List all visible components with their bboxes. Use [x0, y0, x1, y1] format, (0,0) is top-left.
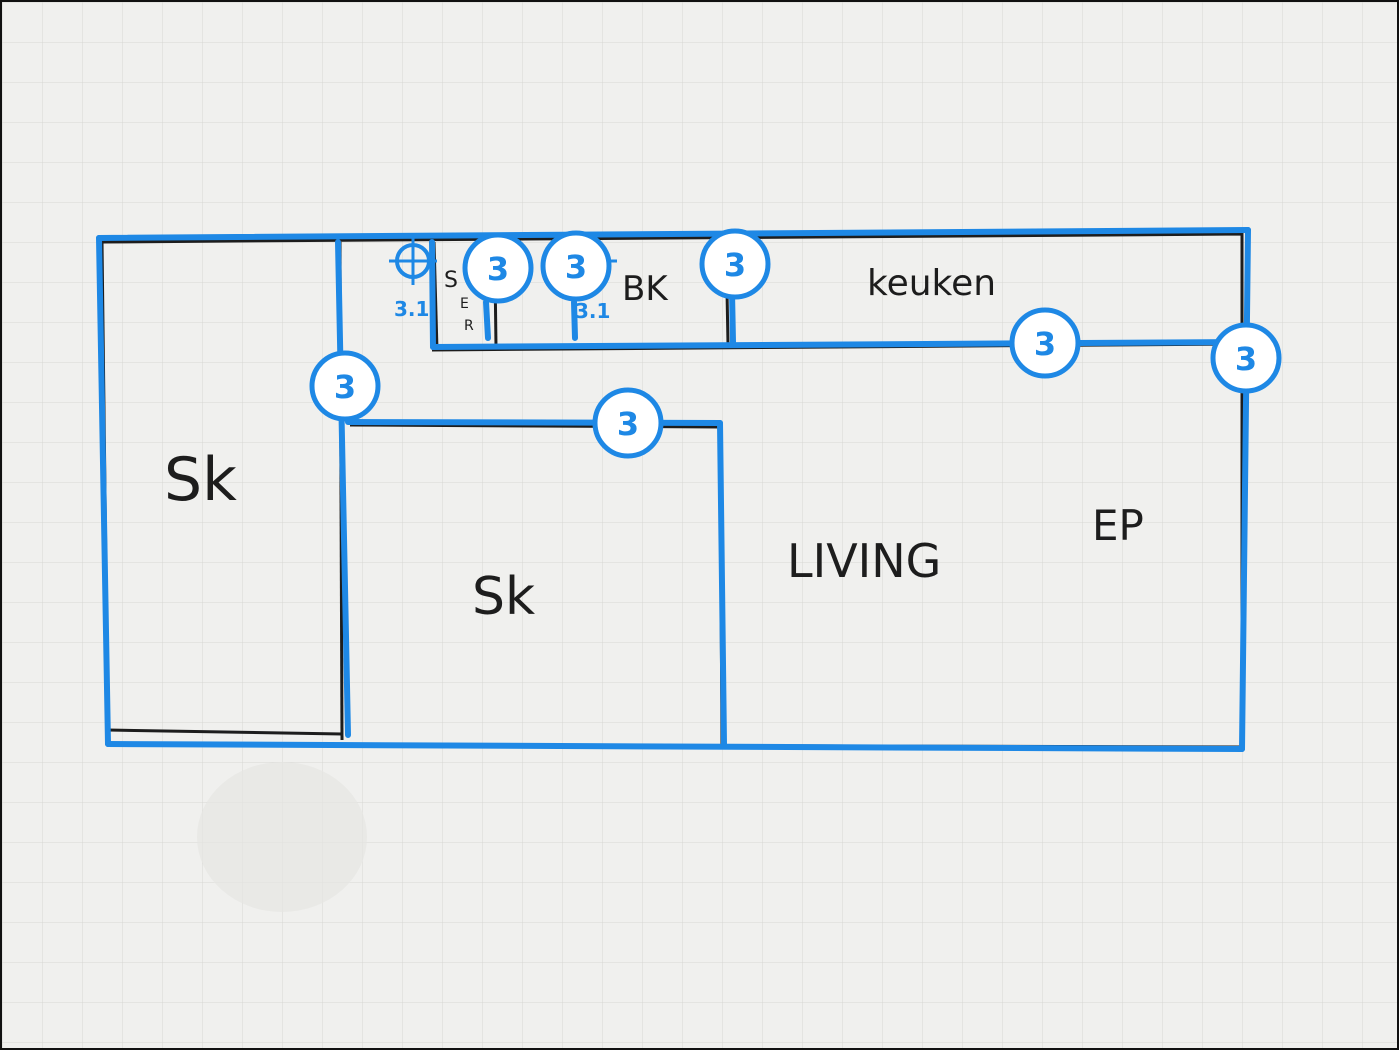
room-label-living: LIVING	[787, 534, 941, 588]
badge-label: 3	[1034, 325, 1056, 363]
wall-badge-left[interactable]: 3	[309, 350, 381, 422]
wall-badge-right-1[interactable]: 3	[1009, 307, 1081, 379]
room-label-small-e: E	[460, 296, 469, 312]
room-label-keuken: keuken	[867, 263, 996, 304]
room-label-sk-left: Sk	[164, 445, 237, 515]
wall-overlay	[96, 227, 1251, 752]
badge-label: 3	[1235, 340, 1257, 378]
wall-sk-mid-right[interactable]	[717, 420, 727, 747]
badge-label: 3	[487, 250, 509, 288]
badge-label: 3	[724, 246, 746, 284]
wall-badge-right-2[interactable]: 3	[1210, 322, 1282, 394]
badge-label: 3	[334, 368, 356, 406]
wall-sk-divider[interactable]	[335, 239, 351, 738]
wall-badge-top-2[interactable]: 3	[540, 230, 612, 302]
wall-kitchen-bottom[interactable]	[430, 339, 1251, 350]
wall-badge-top-1[interactable]: 3	[462, 232, 534, 304]
room-label-small-s: S	[444, 268, 458, 293]
badge-label: 3	[617, 405, 639, 443]
wall-top[interactable]	[96, 227, 1251, 241]
room-label-small-r: R	[464, 318, 474, 334]
room-label-ep: EP	[1092, 501, 1144, 550]
wall-left[interactable]	[96, 235, 111, 747]
wall-bath-left[interactable]	[429, 239, 436, 350]
badge-label: 3	[565, 248, 587, 286]
target-label-1: 3.1	[394, 297, 429, 321]
wall-badge-mid[interactable]: 3	[592, 387, 664, 459]
target-label-2: 3.1	[575, 299, 610, 323]
target-marker-1[interactable]: 3.1	[389, 237, 437, 321]
wall-bath-stub-2[interactable]	[571, 299, 578, 341]
wall-badge-top-3[interactable]: 3	[699, 228, 771, 300]
wall-bath-stub-1[interactable]	[483, 299, 491, 341]
wall-bottom[interactable]	[105, 741, 1245, 752]
wall-sk-mid-top[interactable]	[345, 419, 723, 426]
room-label-bk: BK	[622, 269, 669, 309]
room-label-sk-mid: Sk	[472, 567, 535, 627]
paper-stain	[197, 762, 367, 912]
wall-bk-right[interactable]	[729, 289, 736, 345]
wall-right[interactable]	[1239, 227, 1251, 752]
